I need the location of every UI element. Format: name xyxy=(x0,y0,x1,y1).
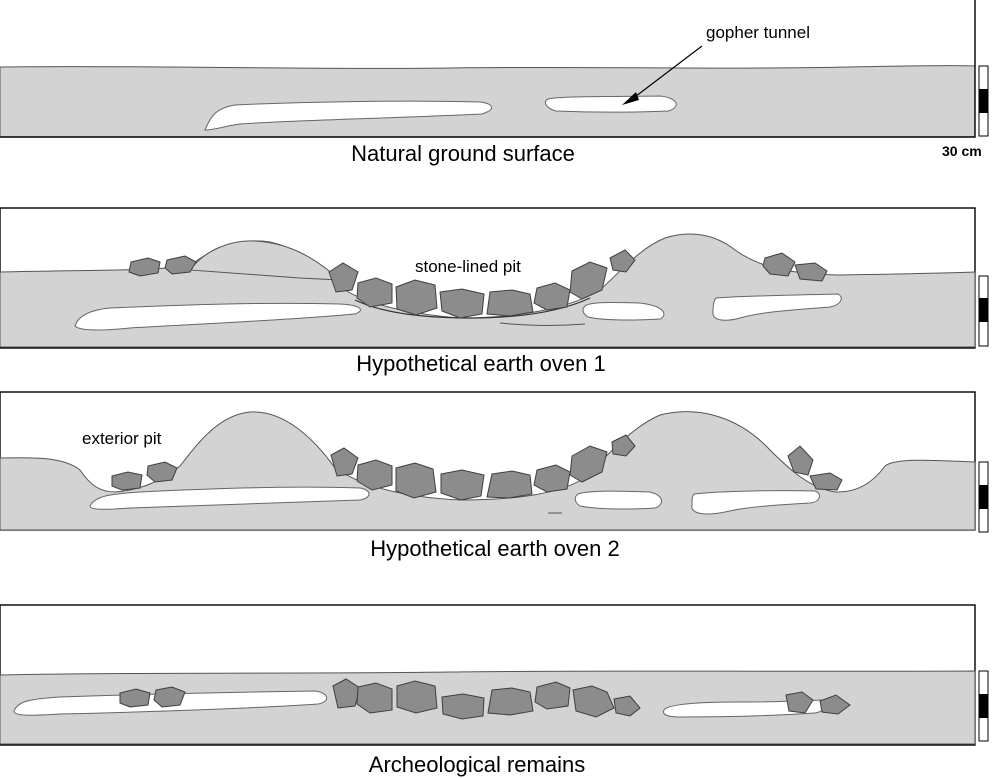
stone xyxy=(486,289,534,317)
annotation-arrowhead xyxy=(622,92,639,105)
stone xyxy=(128,257,161,277)
soil-layer xyxy=(0,670,976,745)
stone xyxy=(609,249,636,273)
scale-bar-marker xyxy=(978,275,989,347)
charcoal-lens xyxy=(499,322,586,326)
stone xyxy=(611,434,636,457)
stone xyxy=(356,682,393,714)
scale-bar-marker xyxy=(978,461,989,533)
annotation-exterior-pit: exterior pit xyxy=(82,429,162,448)
panel-caption: Hypothetical earth oven 2 xyxy=(370,536,620,561)
gopher-tunnel xyxy=(204,100,492,131)
stone xyxy=(356,459,393,491)
stone xyxy=(819,694,851,715)
panel-earth-oven-1: stone-lined pit Hypothetical earth oven … xyxy=(0,207,976,376)
panel-natural-ground: gopher tunnel Natural ground surface xyxy=(0,0,976,166)
soil-layer xyxy=(0,233,976,348)
scale-bar-label: 30 cm xyxy=(942,143,982,159)
stone xyxy=(396,680,438,714)
stone xyxy=(569,261,608,300)
buried-tunnel xyxy=(74,302,361,331)
stone xyxy=(395,462,437,499)
stone xyxy=(533,464,571,493)
stone xyxy=(146,461,178,483)
annotation-stone-lined-pit: stone-lined pit xyxy=(415,257,521,276)
stone xyxy=(569,445,608,483)
stone xyxy=(356,277,393,308)
stone xyxy=(330,447,359,477)
stone xyxy=(439,288,485,319)
stone xyxy=(111,471,143,491)
stone xyxy=(164,255,197,275)
panel-caption: Natural ground surface xyxy=(351,141,575,166)
annotation-leader-line xyxy=(626,45,703,104)
stone xyxy=(440,469,485,501)
annotation-gopher-tunnel: gopher tunnel xyxy=(706,23,810,42)
stone xyxy=(487,687,534,716)
stone xyxy=(572,685,615,718)
buried-tunnel xyxy=(582,301,665,321)
buried-tunnel xyxy=(712,293,842,321)
gopher-tunnel xyxy=(544,95,677,113)
panel-earth-oven-2: exterior pit Hypothetical earth oven 2 xyxy=(0,391,976,561)
buried-tunnel xyxy=(574,490,662,510)
panel-caption: Archeological remains xyxy=(369,752,585,777)
stone xyxy=(395,279,438,316)
panel-caption: Hypothetical earth oven 1 xyxy=(356,351,606,376)
stone xyxy=(534,681,571,710)
stone xyxy=(441,693,485,720)
scale-bar: 30 cm xyxy=(942,65,989,159)
buried-tunnel xyxy=(89,486,370,510)
stone xyxy=(787,445,814,476)
stone xyxy=(613,695,641,717)
stone xyxy=(328,262,359,293)
stone xyxy=(486,470,533,499)
stone xyxy=(794,262,828,282)
stone xyxy=(119,688,151,708)
stone xyxy=(762,252,796,277)
stone xyxy=(785,691,814,714)
stone xyxy=(533,282,571,311)
stone xyxy=(809,472,843,491)
buried-tunnel xyxy=(691,490,821,515)
panel-archeological-remains: Archeological remains xyxy=(0,604,976,777)
panel-frame xyxy=(0,0,976,138)
stone xyxy=(153,686,186,708)
soil-layer xyxy=(0,65,976,138)
scale-bar-marker xyxy=(978,670,989,742)
